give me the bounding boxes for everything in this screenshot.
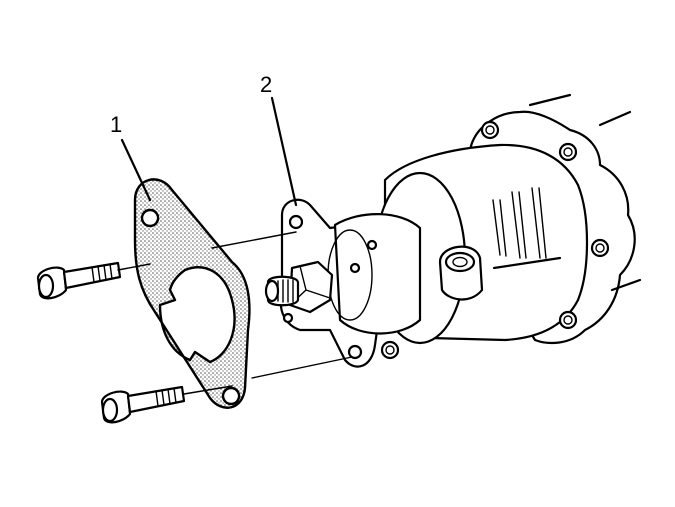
- mounting-flange: [264, 198, 422, 368]
- alignment-lines: [117, 231, 353, 395]
- housing-bolt: [558, 142, 578, 162]
- callout-2-label: 2: [260, 72, 272, 97]
- gasket: [133, 178, 251, 409]
- callout-1-leader: [120, 138, 152, 202]
- callout-1-label: 1: [110, 112, 122, 137]
- bolt-lower: [100, 385, 186, 424]
- housing-bolt: [590, 238, 610, 258]
- bolt-upper: [36, 261, 122, 300]
- housing-bolt: [480, 120, 500, 140]
- housing-bolt: [380, 340, 400, 360]
- callout-1: 1: [110, 112, 152, 202]
- callout-2: 2: [260, 72, 298, 207]
- callout-2-leader: [270, 96, 298, 207]
- housing-bolt: [558, 310, 578, 330]
